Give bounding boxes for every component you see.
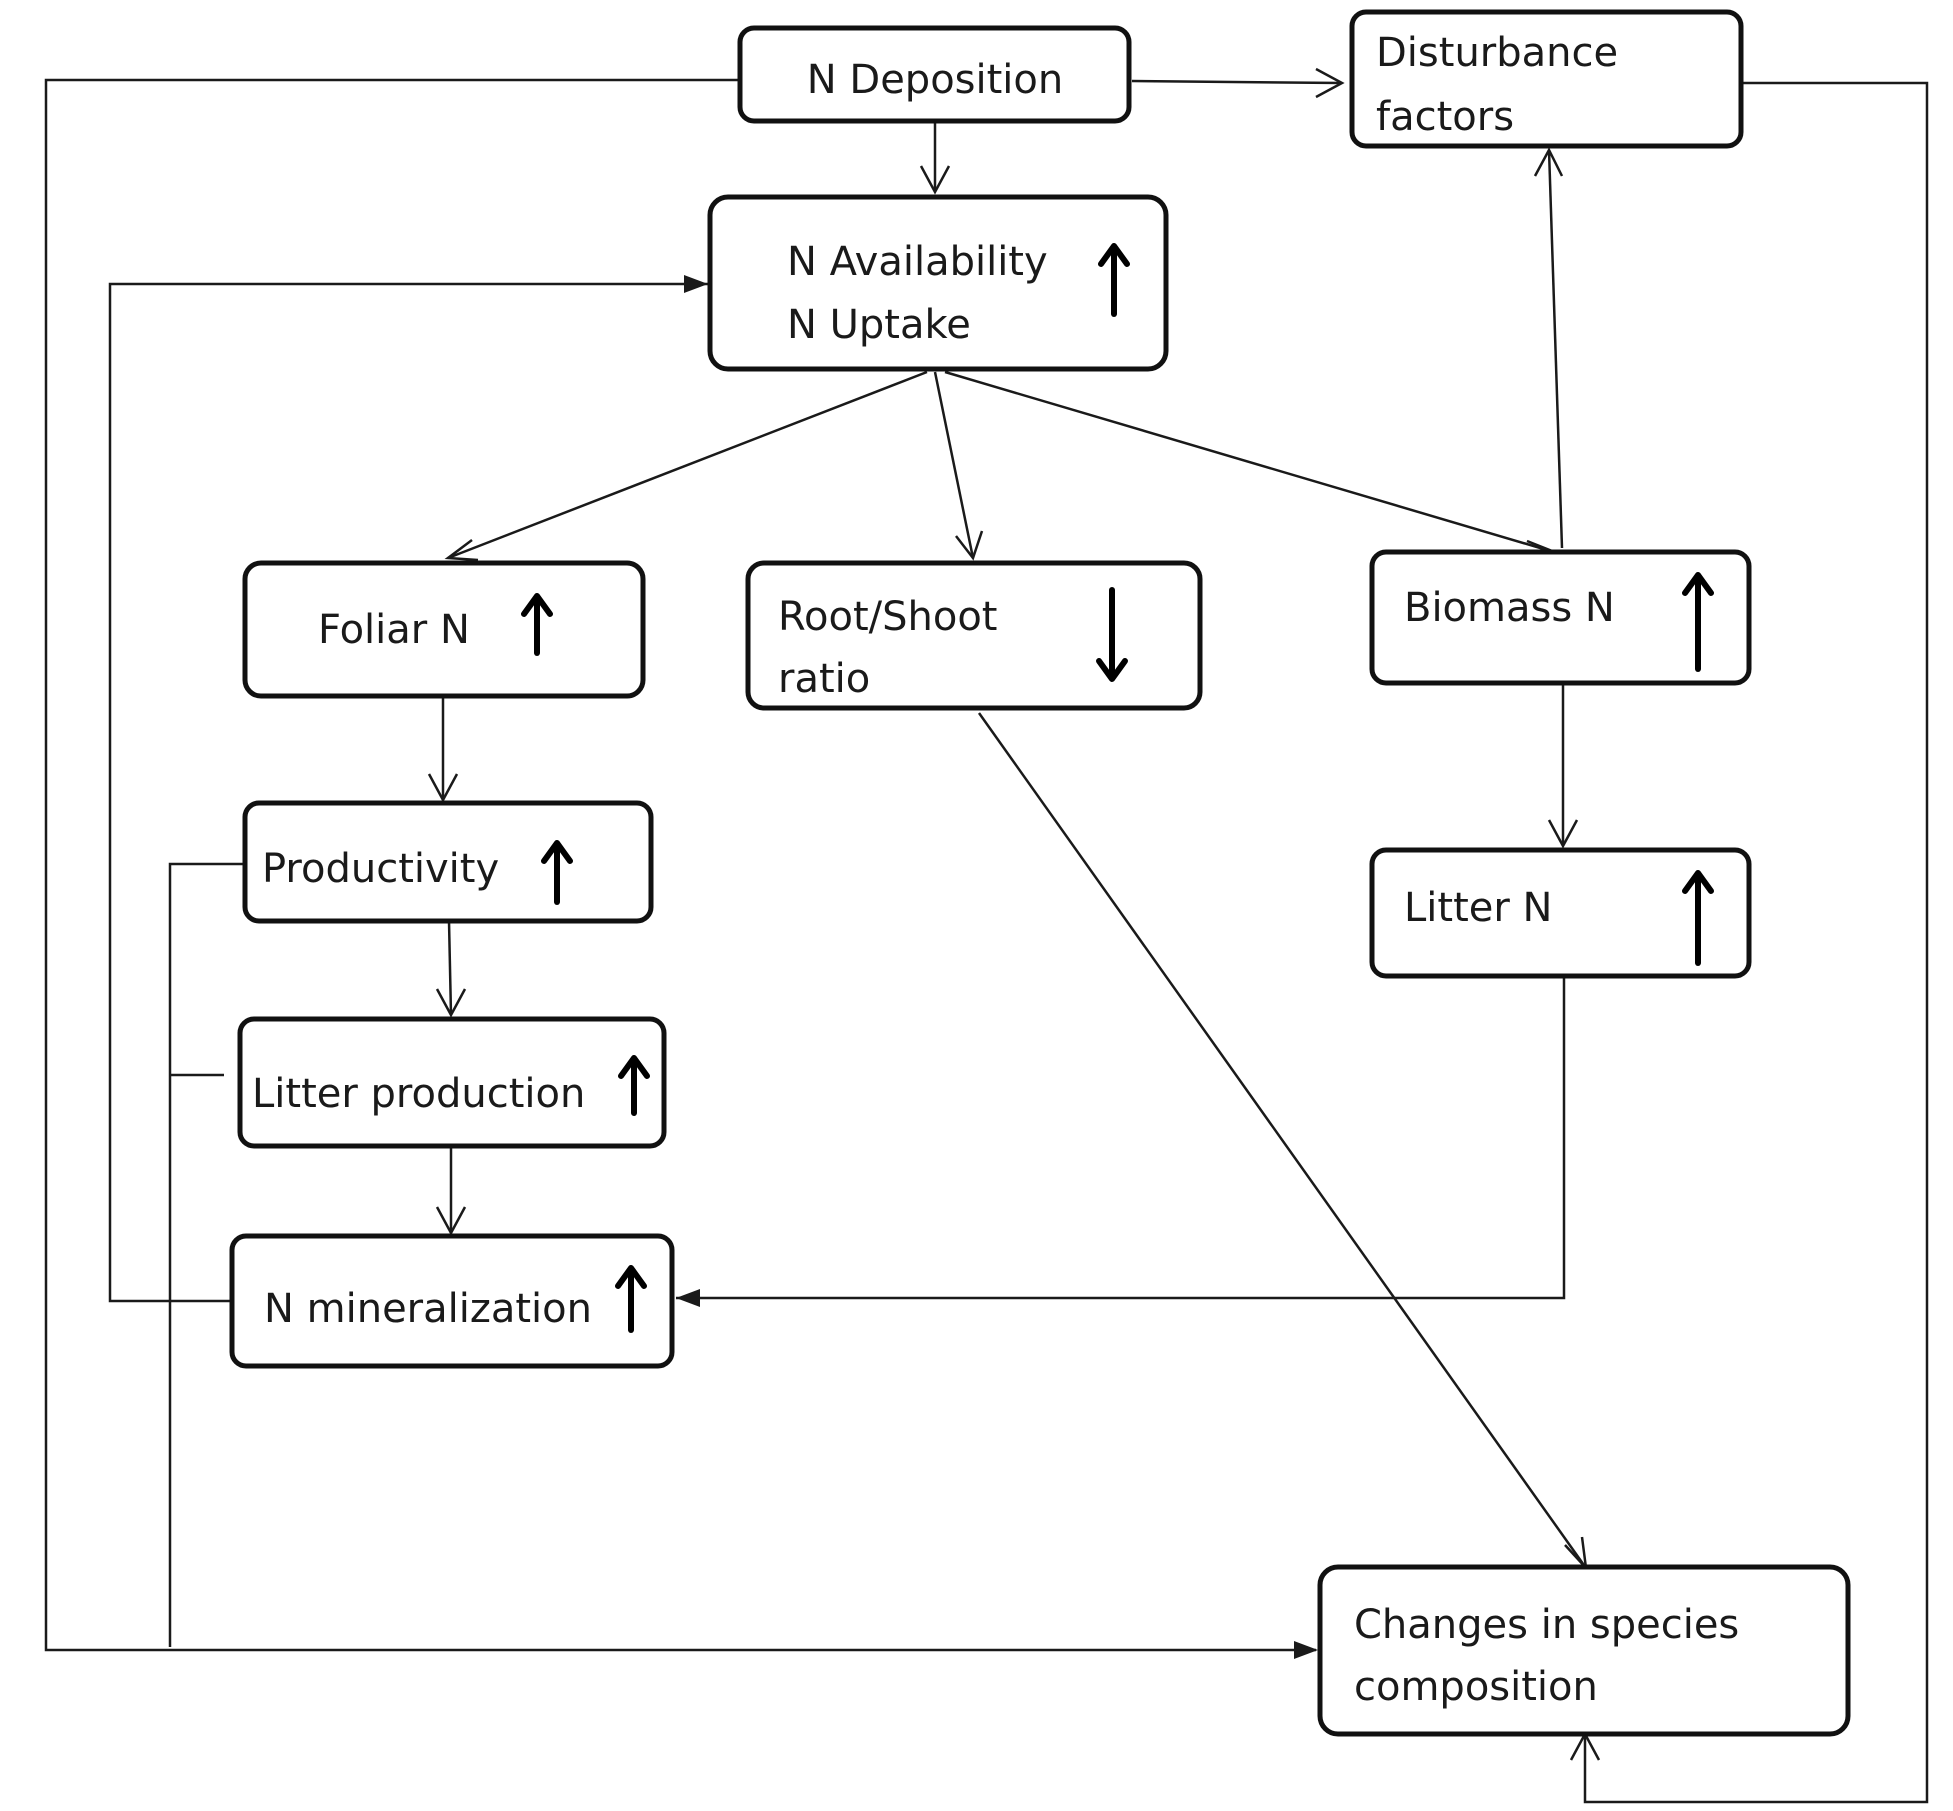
node-label: Productivity	[262, 846, 499, 892]
node-n-availability: N Availability N Uptake	[707, 194, 1169, 372]
node-label: N Deposition	[807, 57, 1063, 103]
edge-biomass-n-to-disturbance	[1533, 147, 1564, 549]
node-label: Foliar N	[318, 607, 470, 653]
edge-n-deposition-to-species-composition	[44, 78, 1318, 1659]
edge-productivity-to-litter-production	[435, 920, 467, 1018]
node-foliar-n: Foliar N	[242, 560, 646, 699]
edge-foliar-n-to-productivity	[427, 698, 459, 803]
edge-n-availability-to-foliar-n	[444, 370, 928, 562]
node-label-line-1: Changes in species	[1354, 1602, 1739, 1648]
edge-n-availability-to-root-shoot	[933, 371, 984, 561]
node-label: Biomass N	[1404, 585, 1615, 631]
node-biomass-n: Biomass N	[1369, 549, 1752, 686]
edge-n-deposition-to-n-availability	[919, 123, 951, 195]
edge-biomass-n-to-litter-n	[1547, 683, 1579, 849]
up-arrow-icon	[1098, 243, 1130, 317]
up-arrow-icon	[615, 1265, 647, 1333]
node-label-line-2: composition	[1354, 1664, 1598, 1710]
up-arrow-icon	[1682, 572, 1714, 672]
node-n-mineralization: N mineralization	[229, 1233, 675, 1369]
node-label-line-1: Root/Shoot	[778, 594, 997, 640]
edge-litter-n-to-n-mineralization	[676, 976, 1566, 1307]
node-label-line-1: N Availability	[787, 239, 1048, 285]
node-litter-n: Litter N	[1369, 847, 1752, 979]
node-changes-in-species-composition: Changes in species composition	[1317, 1564, 1851, 1737]
up-arrow-icon	[521, 593, 553, 656]
edge-n-deposition-to-disturbance	[1131, 67, 1345, 99]
up-arrow-icon	[618, 1055, 650, 1116]
edge-root-shoot-to-species-composition	[977, 712, 1588, 1572]
edge-litter-production-to-n-mineralization	[435, 1146, 467, 1236]
node-root-shoot-ratio: Root/Shoot ratio	[745, 560, 1203, 711]
node-label-line-1: Disturbance	[1376, 30, 1618, 76]
node-label-line-2: N Uptake	[787, 302, 971, 348]
node-n-deposition: N Deposition	[737, 25, 1132, 124]
node-litter-production: Litter production	[237, 1016, 667, 1149]
node-label: Litter N	[1404, 885, 1552, 931]
node-disturbance-factors: Disturbance factors	[1349, 9, 1744, 149]
node-label-line-2: ratio	[778, 656, 870, 702]
connectors	[44, 67, 1929, 1804]
up-arrow-icon	[541, 840, 573, 905]
down-arrow-icon	[1096, 587, 1128, 682]
node-productivity: Productivity	[242, 800, 654, 924]
up-arrow-icon	[1682, 870, 1714, 966]
node-label-line-2: factors	[1376, 94, 1514, 140]
edge-n-availability-to-biomass-n	[944, 370, 1560, 569]
node-label: Litter production	[252, 1071, 585, 1117]
node-label: N mineralization	[264, 1286, 592, 1332]
edge-productivity-to-species-composition	[168, 862, 244, 1647]
